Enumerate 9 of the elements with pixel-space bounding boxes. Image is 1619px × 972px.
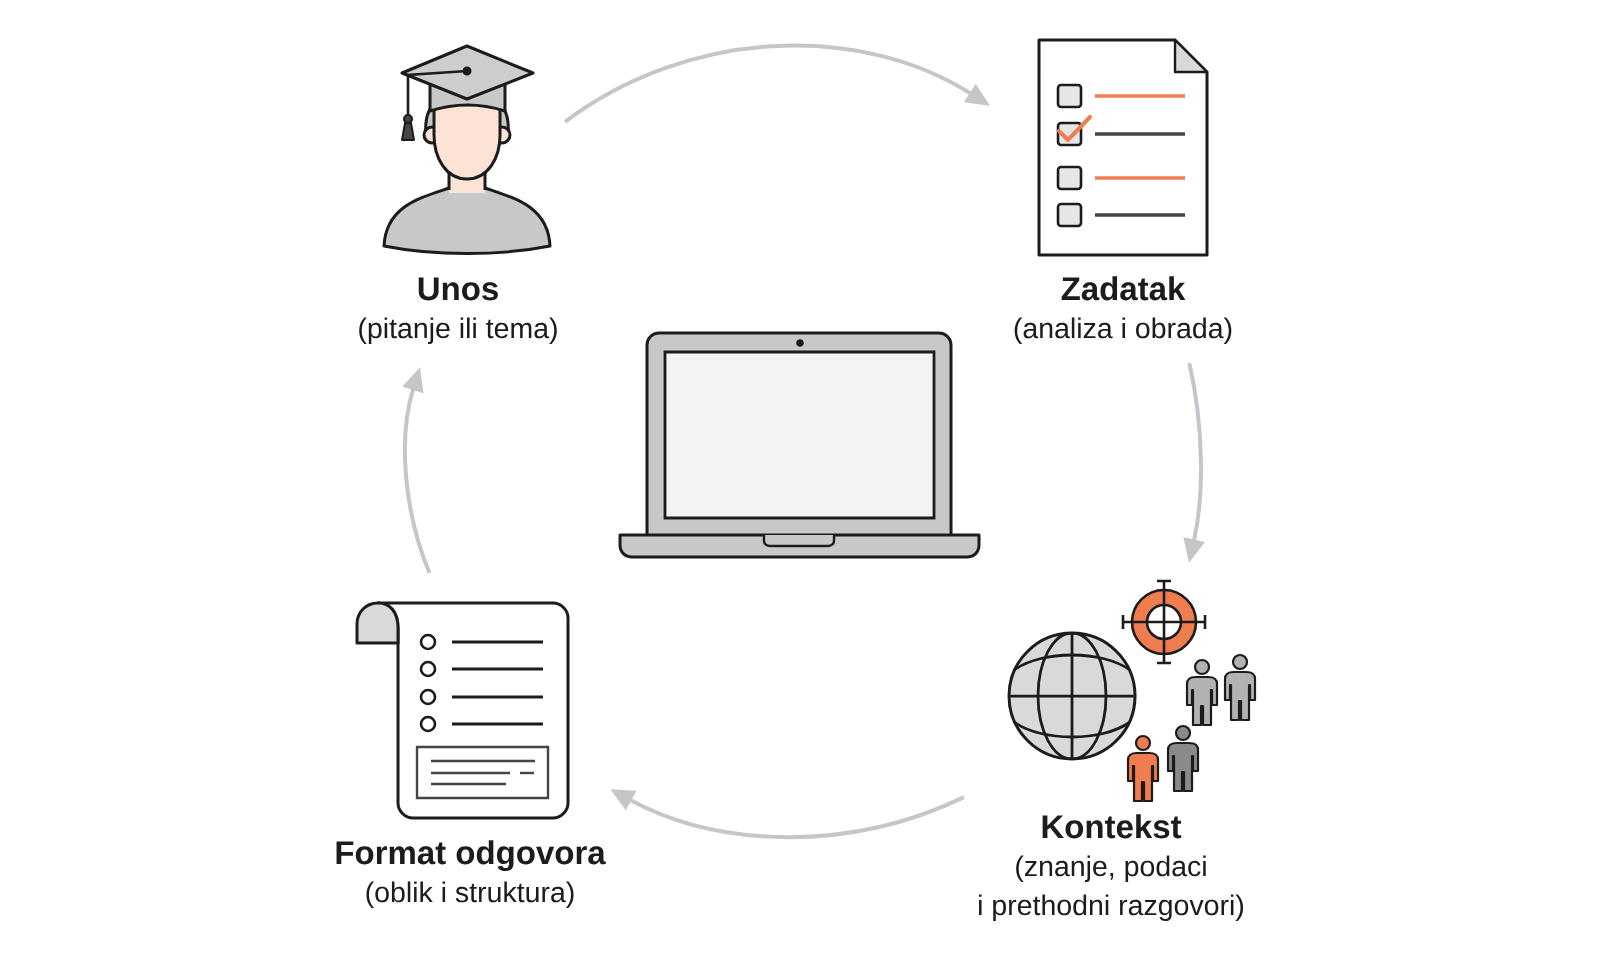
node-subtitle: (znanje, podaci i prethodni razgovori) <box>979 855 1244 921</box>
node-title: Zadatak <box>1061 276 1186 301</box>
node-subtitle: (oblik i struktura) <box>366 881 574 908</box>
node-subtitle: (analiza i obrada) <box>1014 317 1232 344</box>
node-subtitle: (pitanje ili tema) <box>359 317 557 344</box>
laptop-illustration <box>618 331 981 559</box>
node-title: Kontekst <box>1042 814 1182 839</box>
node-title: Format odgovora <box>336 840 606 872</box>
node-title: Unos <box>418 277 498 301</box>
